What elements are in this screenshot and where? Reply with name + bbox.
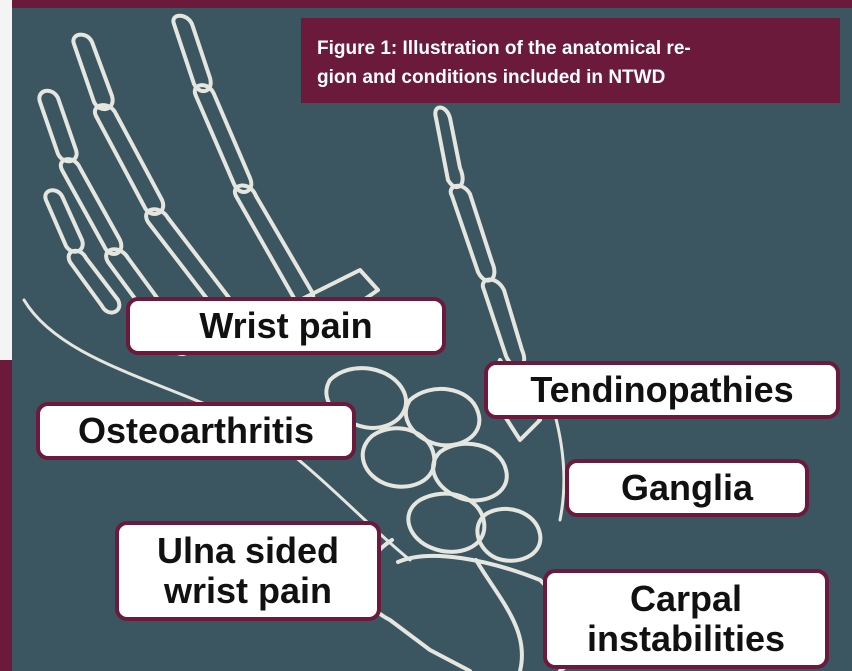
label-ganglia: Ganglia — [565, 459, 809, 517]
label-ulna-sided-wrist-pain-text: Ulna sided wrist pain — [157, 531, 339, 611]
label-osteoarthritis: Osteoarthritis — [36, 402, 356, 460]
label-carpal-instabilities-text: Carpal instabilities — [587, 579, 785, 659]
label-ulna-sided-wrist-pain: Ulna sided wrist pain — [115, 521, 381, 621]
label-carpal-instabilities: Carpal instabilities — [543, 569, 829, 669]
label-wrist-pain-text: Wrist pain — [199, 306, 372, 346]
label-wrist-pain: Wrist pain — [126, 297, 446, 355]
figure-caption-text: Figure 1: Illustration of the anatomical… — [317, 38, 691, 88]
label-ganglia-text: Ganglia — [621, 468, 753, 508]
label-tendinopathies: Tendinopathies — [484, 361, 840, 419]
figure-caption: Figure 1: Illustration of the anatomical… — [301, 18, 840, 103]
label-osteoarthritis-text: Osteoarthritis — [78, 411, 314, 451]
middle-finger-bones — [73, 35, 248, 334]
label-tendinopathies-text: Tendinopathies — [530, 370, 793, 410]
